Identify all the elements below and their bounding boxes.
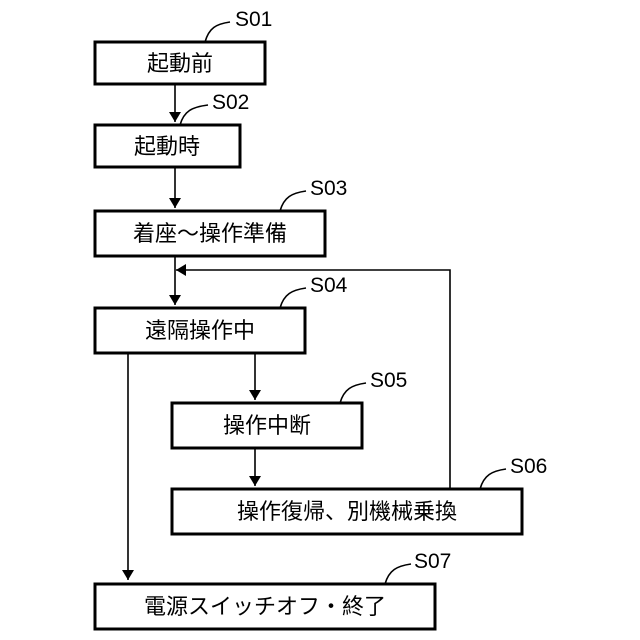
step-s01-box: 起動前 [95, 42, 265, 84]
step-s07-leader [385, 564, 411, 584]
loop-back-connector [176, 270, 450, 489]
step-s07-label: 電源スイッチオフ・終了 [144, 595, 386, 620]
step-s02-label: 起動時 [134, 135, 200, 160]
step-s05-label: 操作中断 [223, 414, 311, 439]
step-s06-leader [480, 469, 506, 489]
step-s04-ref: S04 [310, 274, 348, 297]
step-s05-leader [340, 383, 366, 403]
step-s04-leader [280, 288, 306, 308]
step-s05-ref: S05 [370, 369, 407, 392]
step-s03-ref: S03 [310, 177, 347, 200]
step-s01-ref: S01 [235, 8, 272, 31]
step-s03-box: 着座～操作準備 [95, 211, 325, 256]
step-s01-leader [205, 22, 230, 42]
step-s06-ref: S06 [510, 455, 547, 478]
step-s01-label: 起動前 [147, 52, 213, 77]
step-s04-label: 遠隔操作中 [145, 319, 255, 344]
step-s06-box: 操作復帰、別機械乗換 [172, 489, 522, 534]
step-s04-box: 遠隔操作中 [95, 308, 305, 353]
step-s03-leader [280, 191, 306, 211]
step-s02-leader [180, 105, 208, 125]
step-s06-label: 操作復帰、別機械乗換 [237, 500, 457, 525]
step-s07-ref: S07 [414, 550, 451, 573]
step-s03-label: 着座～操作準備 [133, 222, 287, 247]
step-s02-ref: S02 [212, 91, 249, 114]
step-s07-box: 電源スイッチオフ・終了 [95, 584, 435, 629]
step-s02-box: 起動時 [95, 125, 240, 167]
step-s05-box: 操作中断 [172, 403, 362, 448]
